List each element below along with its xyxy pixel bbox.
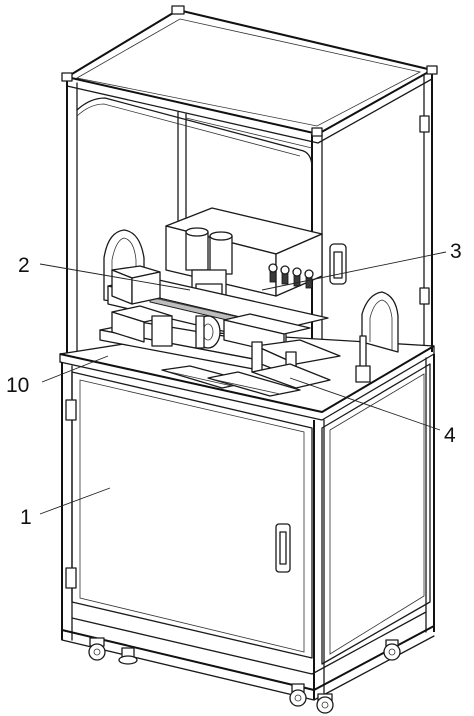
label-part-1: 1 xyxy=(20,506,32,529)
label-part-3: 3 xyxy=(450,240,462,263)
mechanism xyxy=(99,207,399,397)
leader-4 xyxy=(289,377,441,431)
top-panel xyxy=(66,9,433,135)
leader-1 xyxy=(39,487,111,515)
reference-labels: 2 3 10 4 1 xyxy=(6,240,462,529)
label-part-10: 10 xyxy=(6,374,29,397)
label-part-4: 4 xyxy=(444,424,456,447)
leader-2 xyxy=(39,263,191,291)
casters xyxy=(88,637,401,714)
hinge xyxy=(65,567,77,589)
lower-cabinet xyxy=(61,354,435,701)
label-part-2: 2 xyxy=(18,254,30,277)
upper-frame xyxy=(61,5,438,411)
hinge xyxy=(419,287,430,305)
switch-knobs xyxy=(268,263,314,289)
leader-10 xyxy=(41,355,109,383)
hinge xyxy=(419,115,430,133)
hinge xyxy=(65,399,77,421)
leader-3 xyxy=(261,251,447,291)
cabinet-door xyxy=(71,371,313,659)
